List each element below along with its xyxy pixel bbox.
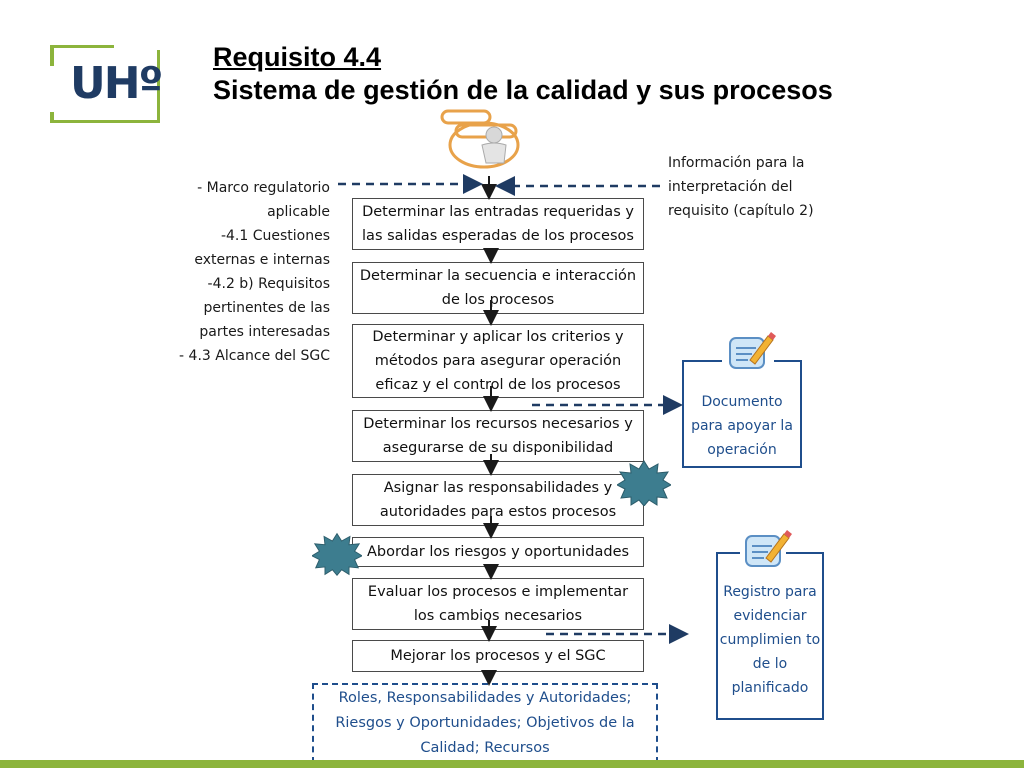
step-text: Mejorar los procesos y el SGC xyxy=(390,648,606,664)
record-box-top-right xyxy=(786,552,824,554)
bottom-outputs-text: Roles, Responsabilidades y Autoridades; … xyxy=(335,689,635,756)
step-box: Mejorar los procesos y el SGC xyxy=(352,640,644,672)
step-text: Determinar las entradas requeridas y las… xyxy=(362,204,634,244)
document-box-top-right xyxy=(774,360,802,362)
step-text: Asignar las responsabilidades y autorida… xyxy=(379,480,617,520)
document-edit-icon xyxy=(724,330,776,374)
document-box-top-left xyxy=(682,360,722,362)
footer-bar xyxy=(0,760,1024,768)
step-text: Determinar la secuencia e interacción de… xyxy=(359,268,637,308)
step-text: Determinar y aplicar los criterios y mét… xyxy=(372,329,624,393)
starburst-icon xyxy=(311,532,363,577)
uho-logo: UHº xyxy=(50,44,163,123)
logo-text: UHº xyxy=(70,58,163,109)
left-inputs-text: - Marco regulatorio aplicable -4.1 Cuest… xyxy=(179,180,330,364)
right-inputs-text: Información para la interpretación del r… xyxy=(668,155,814,219)
page-title-line1: Requisito 4.4 xyxy=(213,42,382,72)
process-person-icon xyxy=(436,101,532,173)
step-box: Determinar las entradas requeridas y las… xyxy=(352,198,644,250)
step-box: Asignar las responsabilidades y autorida… xyxy=(352,474,644,526)
record-box-top-left xyxy=(716,552,740,554)
step-text: Determinar los recursos necesarios y ase… xyxy=(363,416,633,456)
record-edit-icon xyxy=(740,528,792,572)
step-box: Determinar la secuencia e interacción de… xyxy=(352,262,644,314)
record-output-text: Registro para evidenciar cumplimien to d… xyxy=(719,584,821,696)
step-box: Determinar los recursos necesarios y ase… xyxy=(352,410,644,462)
document-output-text: Documento para apoyar la operación xyxy=(691,394,793,458)
step-box: Evaluar los procesos e implementar los c… xyxy=(352,578,644,630)
record-output-box: Registro para evidenciar cumplimien to d… xyxy=(716,552,824,720)
step-text: Abordar los riesgos y oportunidades xyxy=(366,544,630,560)
step-box: Abordar los riesgos y oportunidades xyxy=(352,537,644,567)
step-text: Evaluar los procesos e implementar los c… xyxy=(367,584,629,624)
page-title-line2: Sistema de gestión de la calidad y sus p… xyxy=(213,75,833,105)
starburst-icon xyxy=(615,460,673,507)
document-output-box: Documento para apoyar la operación xyxy=(682,360,802,468)
